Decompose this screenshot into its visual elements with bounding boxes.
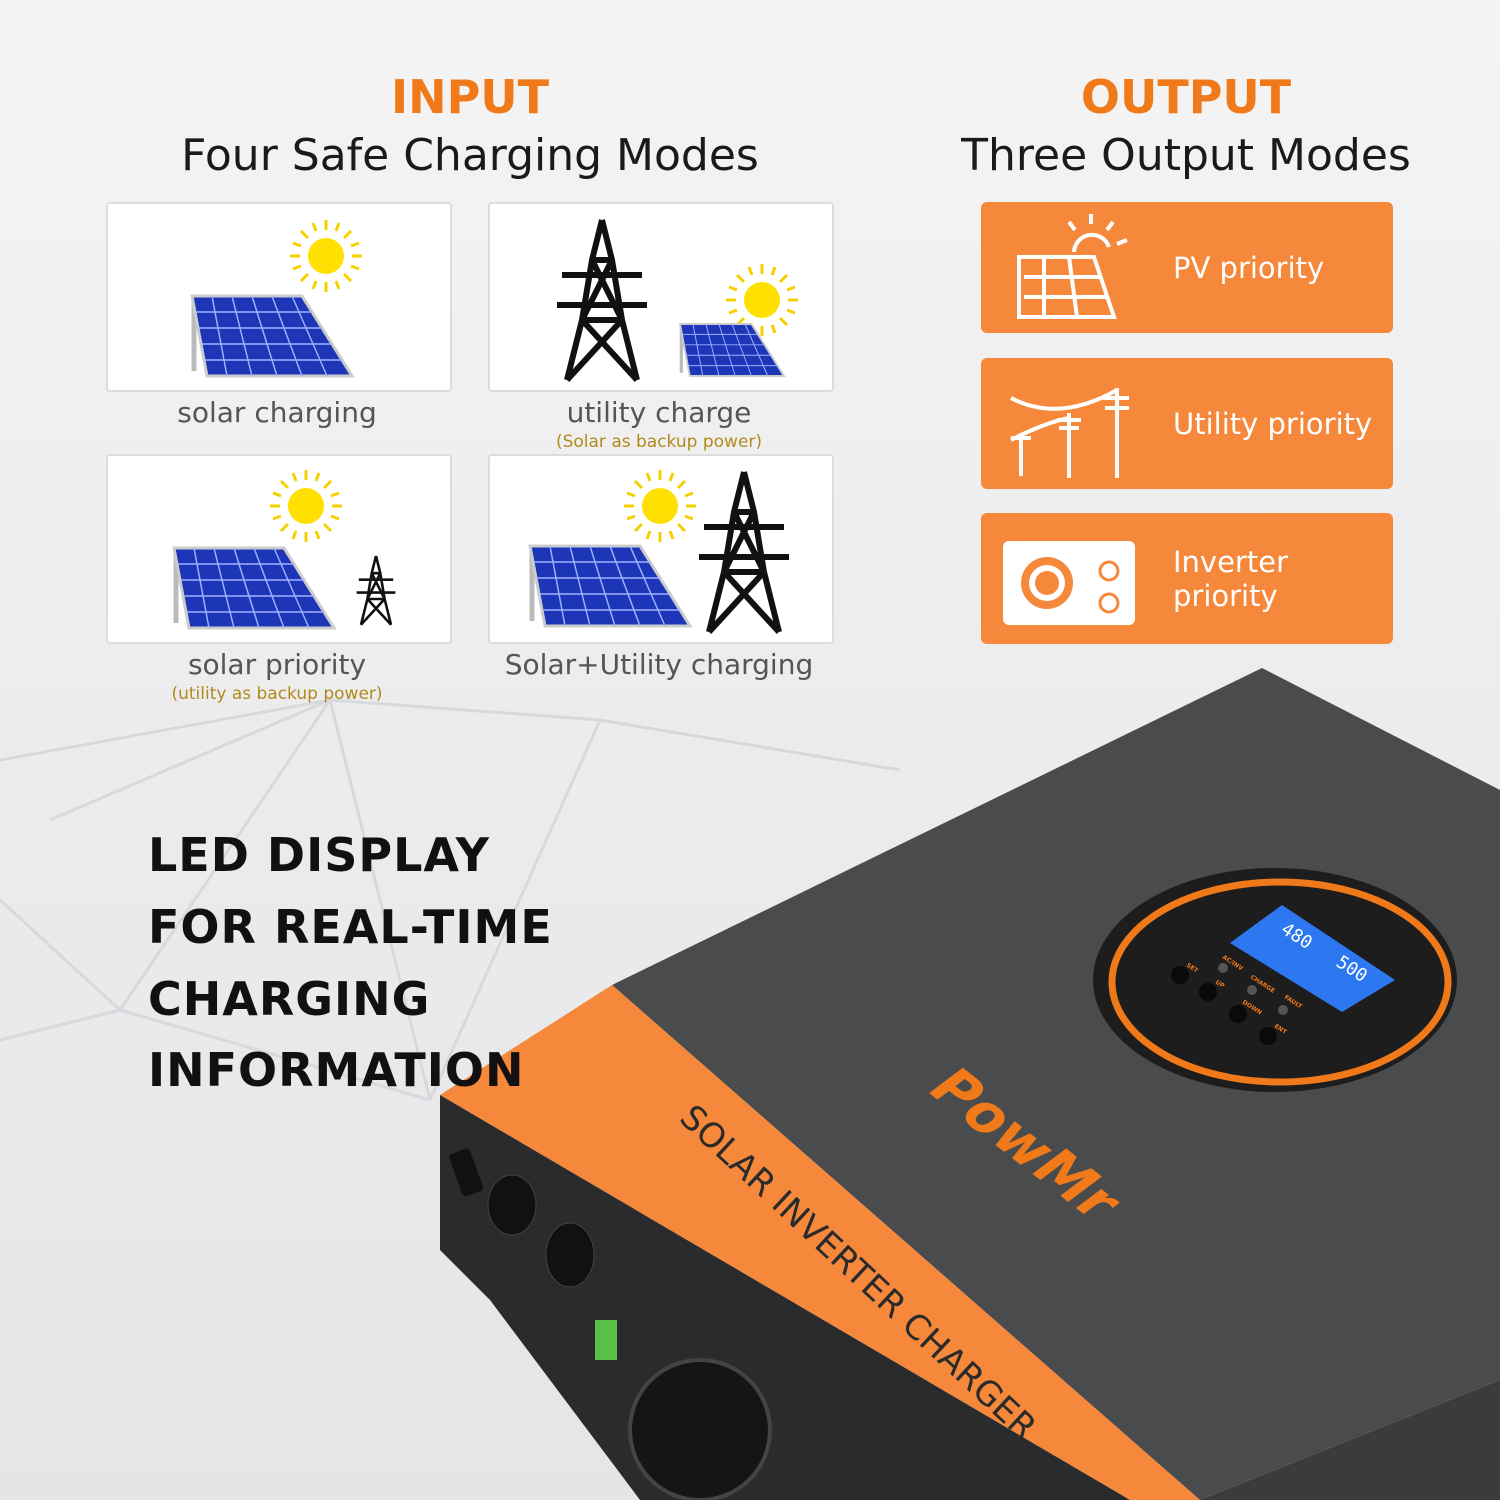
ent-button — [1259, 1027, 1277, 1045]
output-mode-inverter-priority: Inverter priority — [981, 513, 1393, 644]
feature-line: LED DISPLAY — [148, 828, 490, 882]
device-side-panel — [440, 1095, 1130, 1500]
output-mode-utility-priority: Utility priority — [981, 358, 1393, 489]
output-mode-pv-priority: PV priority — [981, 202, 1393, 333]
mode-label: utility charge — [566, 396, 752, 429]
inverter-icon — [1003, 541, 1135, 625]
lcd-screen — [1230, 905, 1395, 1012]
feature-line: INFORMATION — [148, 1043, 525, 1097]
set-button — [1171, 966, 1189, 984]
feature-line: FOR REAL-TIME — [148, 900, 553, 954]
mode-note: (Solar as backup power) — [555, 432, 763, 452]
side-ports — [449, 1148, 772, 1500]
input-subheading: Four Safe Charging Modes — [181, 130, 759, 181]
button-label: UP — [1214, 979, 1226, 990]
mode-card-solar-charging — [106, 202, 452, 392]
mode-label: Solar+Utility charging — [504, 648, 814, 681]
feature-line: CHARGING — [148, 972, 431, 1026]
output-heading: OUTPUT — [1080, 70, 1292, 124]
mode-note: (utility as backup power) — [171, 684, 383, 704]
device-orange-band — [440, 985, 1200, 1500]
input-heading: INPUT — [390, 70, 550, 124]
mode-card-solar-priority — [106, 454, 452, 644]
mode-label: solar charging — [177, 396, 377, 429]
display-bezel — [1093, 868, 1457, 1092]
down-button — [1229, 1005, 1247, 1023]
up-button — [1199, 983, 1217, 1001]
mode-label: solar priority — [187, 648, 367, 681]
mode-card-utility-charge — [488, 202, 834, 392]
fan-icon — [628, 1358, 772, 1500]
solar-panel-sun-icon — [1017, 214, 1128, 319]
output-mode-label: Utility priority — [1173, 406, 1373, 441]
output-subheading: Three Output Modes — [961, 130, 1411, 181]
output-mode-label: PV priority — [1173, 250, 1325, 285]
mode-card-solar-utility — [488, 454, 834, 644]
power-pole-icon — [1010, 388, 1129, 478]
output-mode-label: Inverter priority — [1173, 544, 1288, 613]
